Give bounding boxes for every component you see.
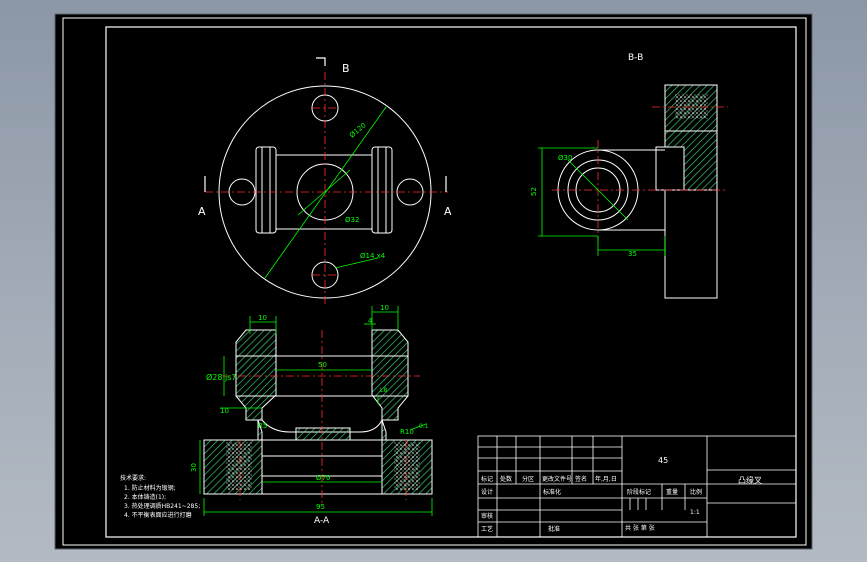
tb-design: 设计 — [481, 488, 493, 496]
notes-line-2: 2. 本体铸造(1); — [124, 493, 166, 501]
notes-line-4: 4. 不平衡表面应进行打磨 — [124, 511, 192, 519]
section-aa-view — [203, 329, 433, 495]
section-bb-centerlines — [552, 106, 728, 242]
dim-t10a: 10 — [258, 314, 267, 322]
front-view-dims — [264, 106, 387, 279]
dim-d50: 50 — [318, 361, 327, 369]
technical-notes: 技术要求: 1. 防止材料为锻钢; 2. 本体铸造(1); 3. 热处理调质HB… — [120, 474, 200, 519]
tb-scale: 比例 — [690, 488, 702, 496]
notes-line-3: 3. 热处理调质HB241~285; — [124, 502, 200, 510]
tb-weight: 重量 — [666, 488, 678, 496]
tb-sign: 签名 — [575, 475, 587, 483]
tb-material: 45 — [658, 456, 668, 465]
tb-zone: 分区 — [522, 475, 534, 483]
dim-h52: 52 — [530, 187, 538, 196]
tb-review: 审核 — [481, 512, 493, 520]
title-block-text: 标记 处数 分区 更改文件号 签名 年,月,日 设计 标准化 审核 工艺 批准 … — [481, 456, 762, 533]
dim-w95: 95 — [316, 503, 325, 511]
outer-frame — [62, 17, 807, 546]
dim-holes: Ø14 x4 — [360, 252, 386, 260]
dim-t10b: 10 — [380, 304, 389, 312]
dim-l8: L8 — [380, 387, 387, 394]
notes-line-1: 1. 防止材料为锻钢; — [124, 484, 176, 492]
tb-count: 处数 — [500, 475, 512, 483]
section-aa-dims — [199, 306, 433, 516]
dim-d32: Ø32 — [345, 216, 359, 224]
label-a-right: A — [444, 205, 452, 218]
dim-fit: Ø28 js7 — [206, 372, 237, 382]
tb-approve: 批准 — [548, 525, 560, 533]
fork-ear-left — [255, 146, 277, 234]
front-view-centerlines — [205, 72, 448, 305]
fork-ear-right — [371, 146, 393, 234]
title-block — [477, 435, 797, 538]
dim-w35: 35 — [628, 250, 637, 258]
tb-sheets: 共 张 第 张 — [625, 524, 655, 532]
dim-d30: Ø30 — [558, 154, 572, 162]
tb-docno: 更改文件号 — [542, 475, 572, 483]
label-a-left: A — [198, 205, 206, 218]
dim-d70: Ø70 — [316, 474, 330, 482]
dim-r01: 0.1 — [419, 423, 429, 430]
tb-stage: 阶段标记 — [627, 488, 651, 496]
section-marks — [204, 57, 447, 192]
dim-h30: 30 — [190, 463, 198, 472]
tb-date: 年,月,日 — [595, 475, 617, 483]
tb-mark: 标记 — [481, 475, 493, 483]
inner-frame — [105, 26, 797, 538]
section-aa-centerlines — [222, 330, 420, 505]
label-bb: B-B — [628, 53, 643, 63]
label-aa: A-A — [314, 516, 330, 526]
dim-r10: R10 — [400, 428, 414, 436]
dim-t4: 4 — [368, 317, 373, 325]
label-b-top: B — [342, 62, 350, 75]
tb-part-name: 凸缘叉 — [738, 475, 762, 485]
notes-title: 技术要求: — [120, 474, 146, 482]
tb-std: 标准化 — [543, 488, 561, 496]
section-bb-dims — [538, 147, 666, 256]
tb-scale-val: 1:1 — [690, 509, 700, 516]
dim-r5: R5 — [258, 422, 267, 430]
dim-t10c: 10 — [220, 407, 229, 415]
tb-process: 工艺 — [481, 525, 493, 533]
